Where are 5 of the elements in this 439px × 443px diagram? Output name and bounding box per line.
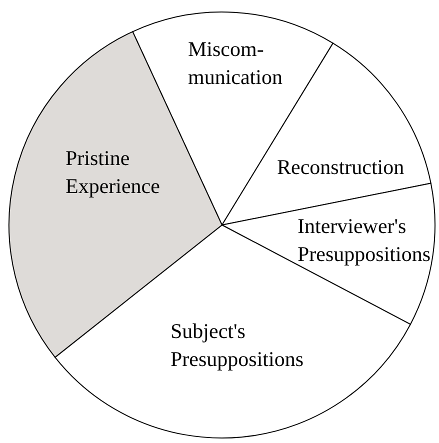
slice-label: Miscom- munication bbox=[188, 35, 288, 91]
slice-label: Interviewer's Presuppositions bbox=[298, 212, 439, 268]
slice-label: Reconstruction bbox=[277, 153, 417, 181]
slice-label: Pristine Experience bbox=[66, 144, 170, 200]
slice-label: Subject's Presuppositions bbox=[170, 317, 316, 373]
